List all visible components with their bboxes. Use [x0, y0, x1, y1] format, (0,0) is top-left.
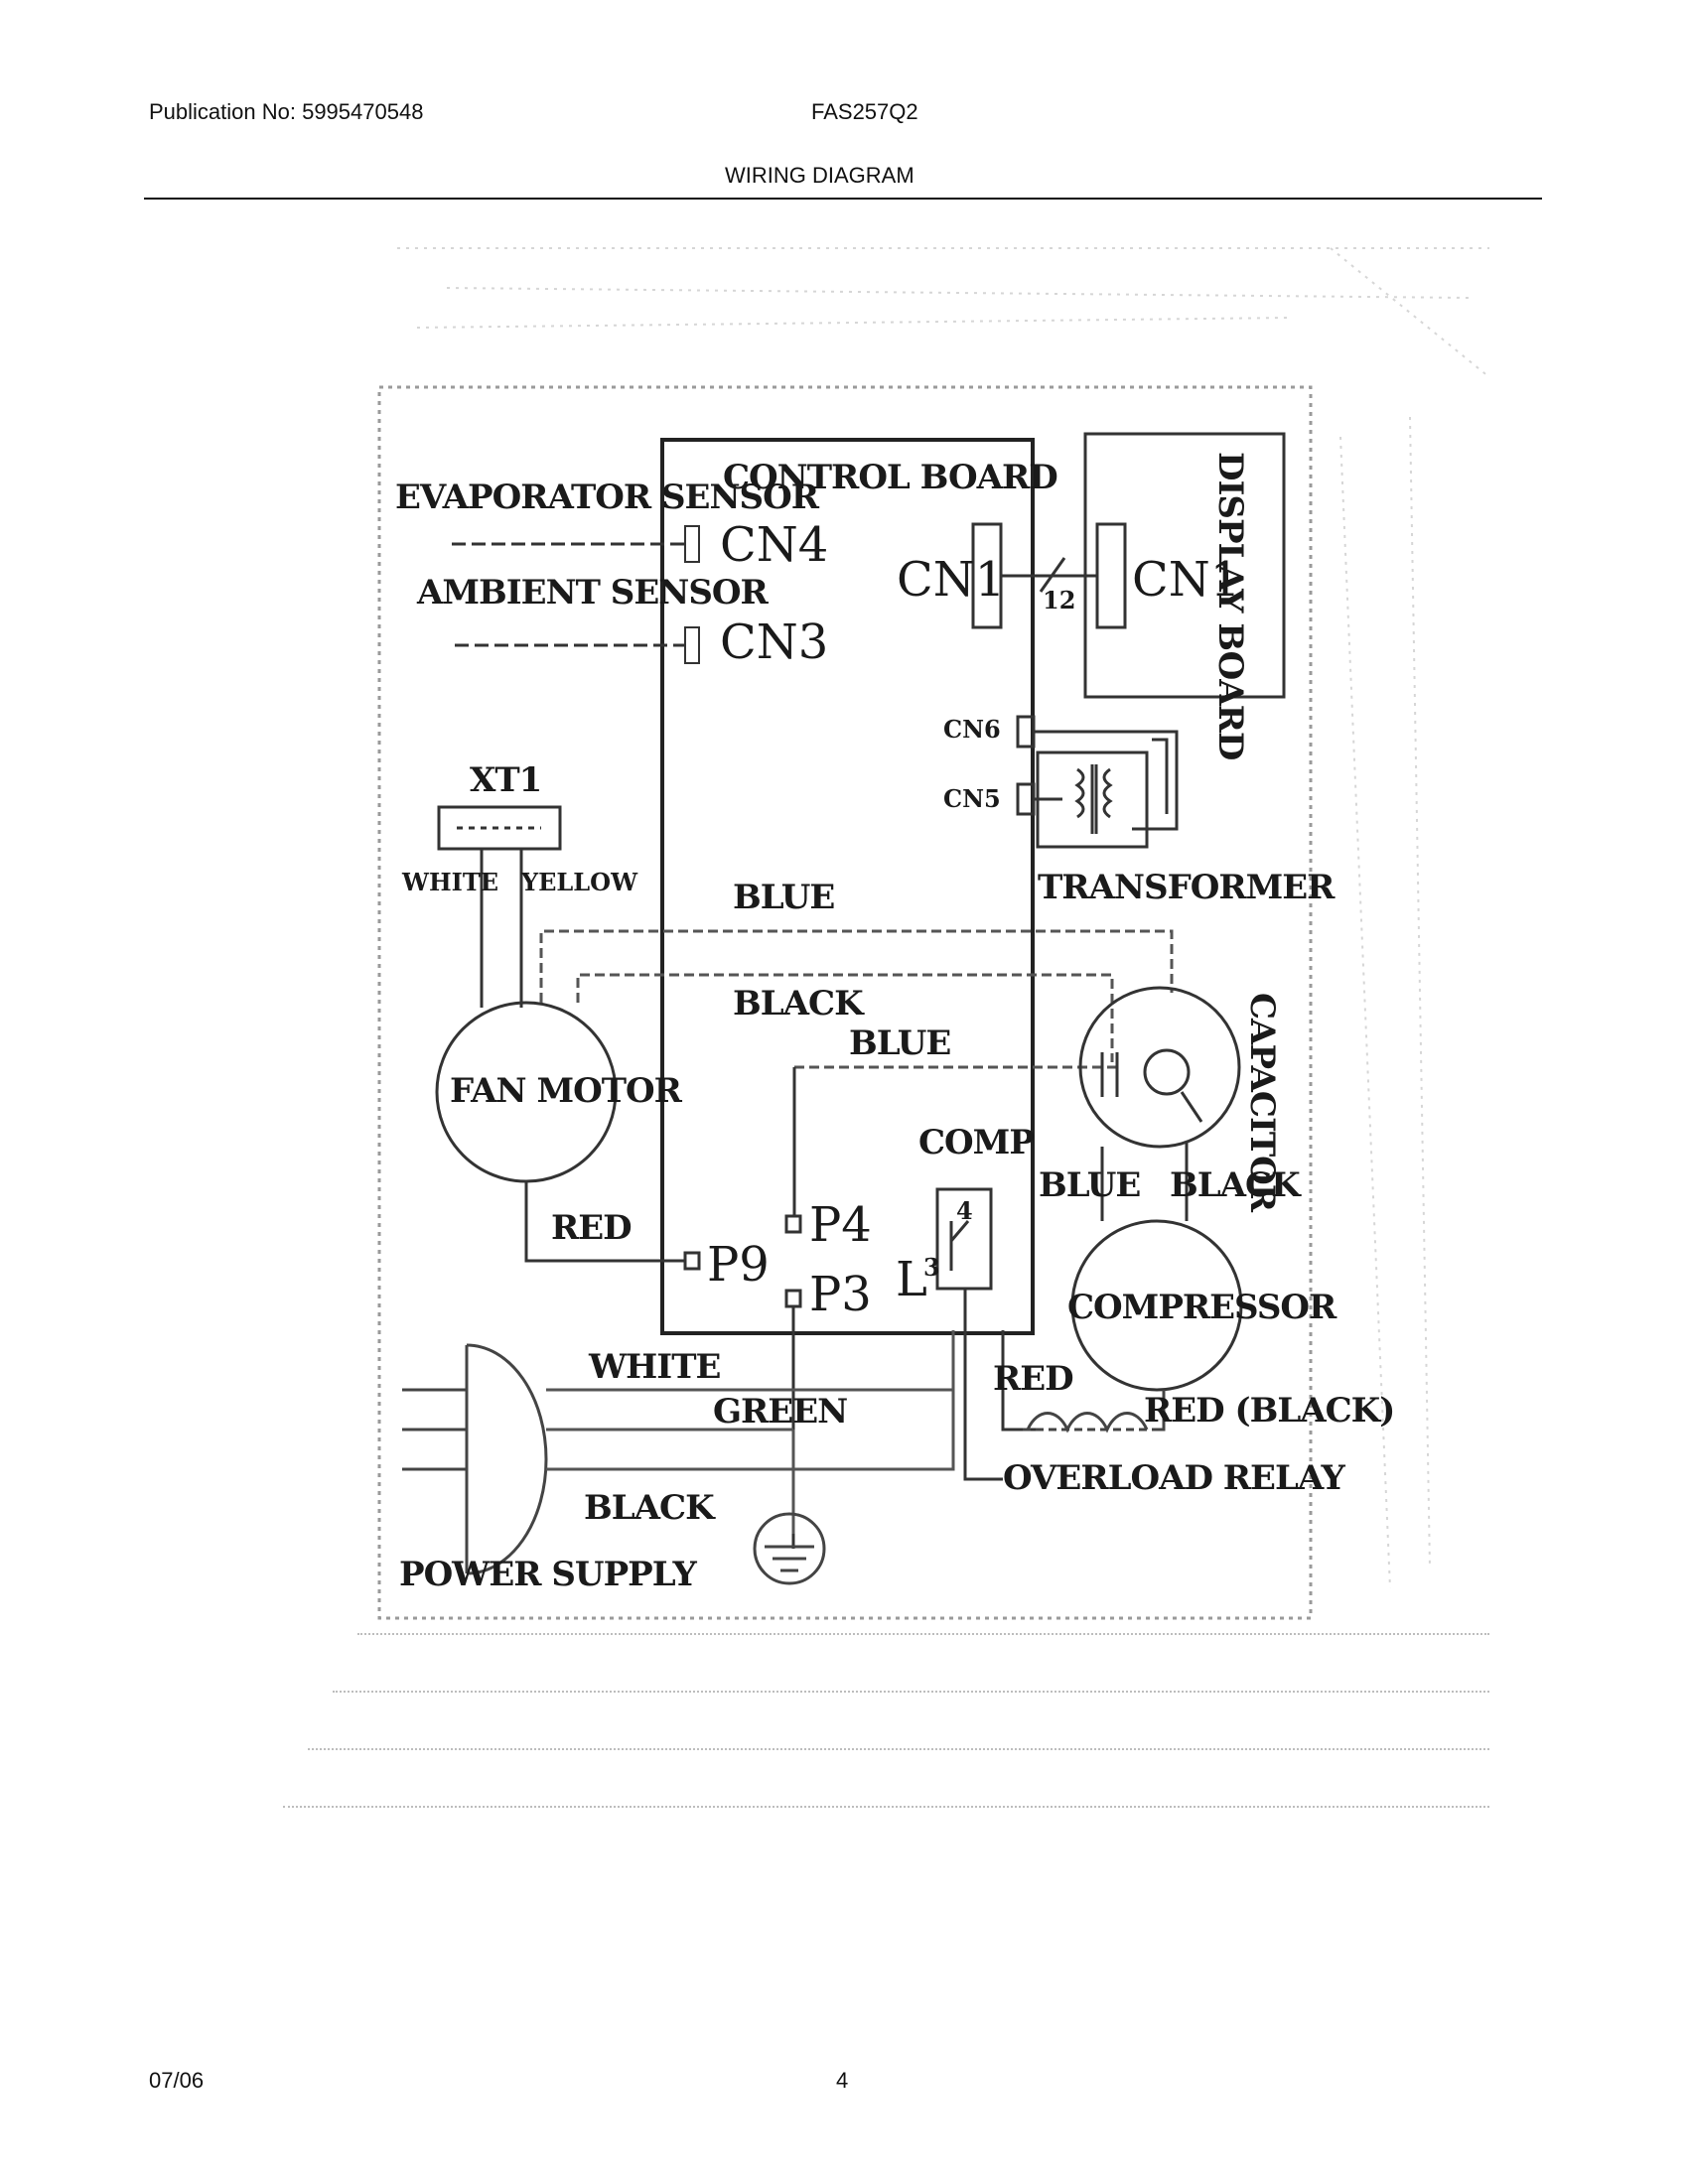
label-cn1-display: CN1: [1132, 552, 1240, 608]
label-display-board: DISPLAY BOARD: [1210, 452, 1250, 760]
label-xt1: XT1: [470, 760, 541, 800]
label-black-3: BLACK: [584, 1488, 716, 1528]
label-comp: COMP: [918, 1123, 1034, 1162]
label-yellow: YELLOW: [520, 868, 638, 896]
label-ambient-sensor: AMBIENT SENSOR: [416, 573, 770, 613]
label-p9: P9: [707, 1237, 770, 1293]
label-red-2: RED: [993, 1359, 1073, 1399]
label-fan-motor: FAN MOTOR: [450, 1071, 683, 1111]
label-cn6: CN6: [943, 715, 1001, 744]
label-blue-2: BLUE: [849, 1024, 950, 1063]
control-board-box: [660, 438, 1035, 1335]
page-title: WIRING DIAGRAM: [725, 163, 914, 188]
display-board-box: [1083, 432, 1286, 699]
sensor-wires: [452, 525, 700, 664]
scan-noise: [397, 247, 1490, 1589]
label-green: GREEN: [713, 1392, 847, 1432]
header-rule: [144, 198, 1542, 200]
label-cn3: CN3: [720, 614, 828, 670]
compressor-circle: [1070, 1219, 1243, 1392]
label-cn5: CN5: [943, 784, 1001, 813]
label-relay-pin-4: 4: [956, 1196, 973, 1225]
label-white-2: WHITE: [588, 1347, 721, 1387]
label-power-supply: POWER SUPPLY: [399, 1555, 697, 1594]
label-black-2: BLACK: [1170, 1165, 1302, 1205]
cn1-link: [971, 522, 1127, 629]
label-red-black: RED (BLACK): [1144, 1391, 1394, 1431]
label-cn4: CN4: [720, 517, 828, 573]
label-l: L: [896, 1252, 927, 1307]
label-transformer: TRANSFORMER: [1038, 868, 1336, 907]
overload-relay-symbol: [1023, 1390, 1166, 1433]
label-cn1-control: CN1: [897, 552, 1005, 608]
label-overload-relay: OVERLOAD RELAY: [1003, 1458, 1346, 1498]
label-black-1: BLACK: [733, 984, 865, 1024]
label-control-board: CONTROL BOARD: [723, 458, 1057, 497]
label-compressor: COMPRESSOR: [1067, 1288, 1337, 1327]
xt1-terminal: [437, 805, 562, 1008]
dotted-line-3: [308, 1748, 1489, 1750]
ground-symbol: [753, 1512, 826, 1585]
label-red-1: RED: [551, 1208, 632, 1248]
label-white-1: WHITE: [401, 868, 498, 896]
power-plug: [402, 1343, 548, 1575]
label-p3: P3: [809, 1267, 872, 1322]
footer-page-number: 4: [836, 2068, 849, 2093]
capacitor-symbol: [1078, 986, 1241, 1221]
publication-number: Publication No: 5995470548: [149, 99, 424, 124]
transformer-symbol: [1016, 715, 1179, 849]
label-p4: P4: [809, 1197, 872, 1253]
label-evaporator-sensor: EVAPORATOR SENSOR: [395, 478, 820, 517]
dotted-line-2: [333, 1691, 1489, 1693]
label-blue-1: BLUE: [733, 878, 834, 917]
label-capacitor: CAPACITOR: [1242, 993, 1282, 1213]
label-relay-pin-3: 3: [923, 1253, 940, 1282]
label-wire-count: 12: [1043, 586, 1075, 614]
footer-date: 07/06: [149, 2068, 205, 2093]
supply-wires: [546, 1330, 955, 1534]
dotted-line-1: [357, 1633, 1489, 1635]
main-wiring: [539, 929, 1174, 1069]
dotted-line-4: [283, 1806, 1489, 1808]
label-blue-3: BLUE: [1039, 1165, 1140, 1205]
model-number: FAS257Q2: [811, 99, 918, 124]
diagram-frame: [377, 385, 1313, 1620]
